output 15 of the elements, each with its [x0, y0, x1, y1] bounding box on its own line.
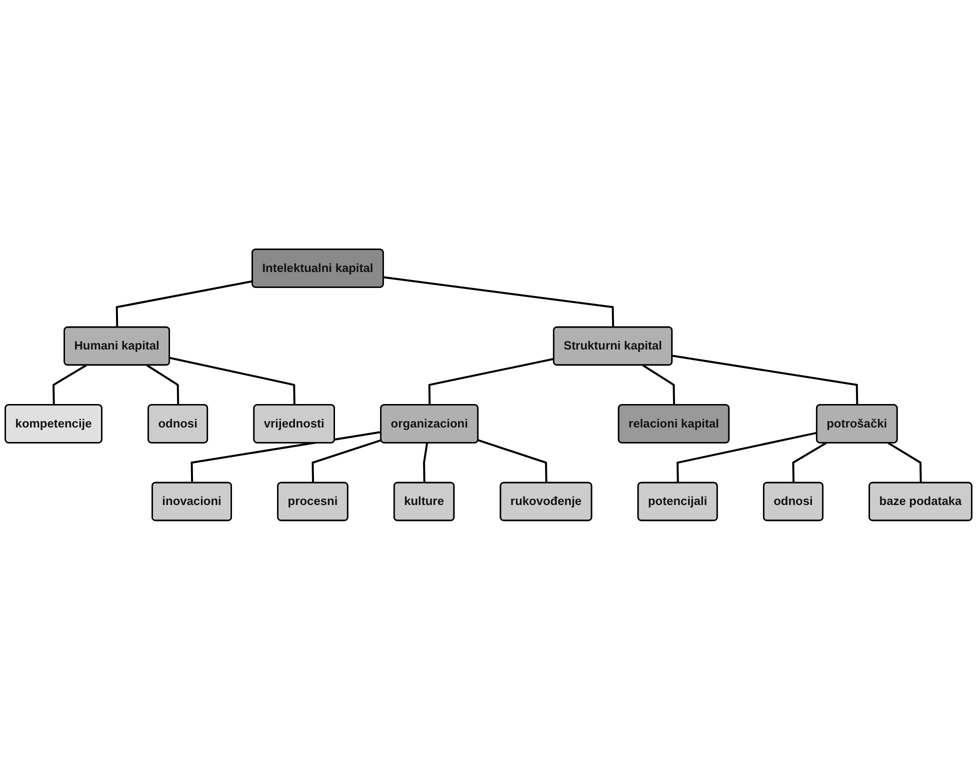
connector — [383, 276, 614, 328]
connector — [169, 356, 296, 405]
connector — [642, 364, 676, 405]
connector — [888, 442, 922, 483]
connector — [52, 364, 87, 405]
connector — [190, 430, 382, 483]
connector — [423, 442, 428, 483]
connector — [478, 438, 548, 483]
connector — [146, 364, 180, 405]
connector — [676, 431, 818, 483]
connector — [116, 280, 253, 328]
connector — [792, 442, 827, 483]
connector — [428, 358, 554, 405]
connector — [312, 438, 382, 483]
connector — [672, 354, 858, 405]
